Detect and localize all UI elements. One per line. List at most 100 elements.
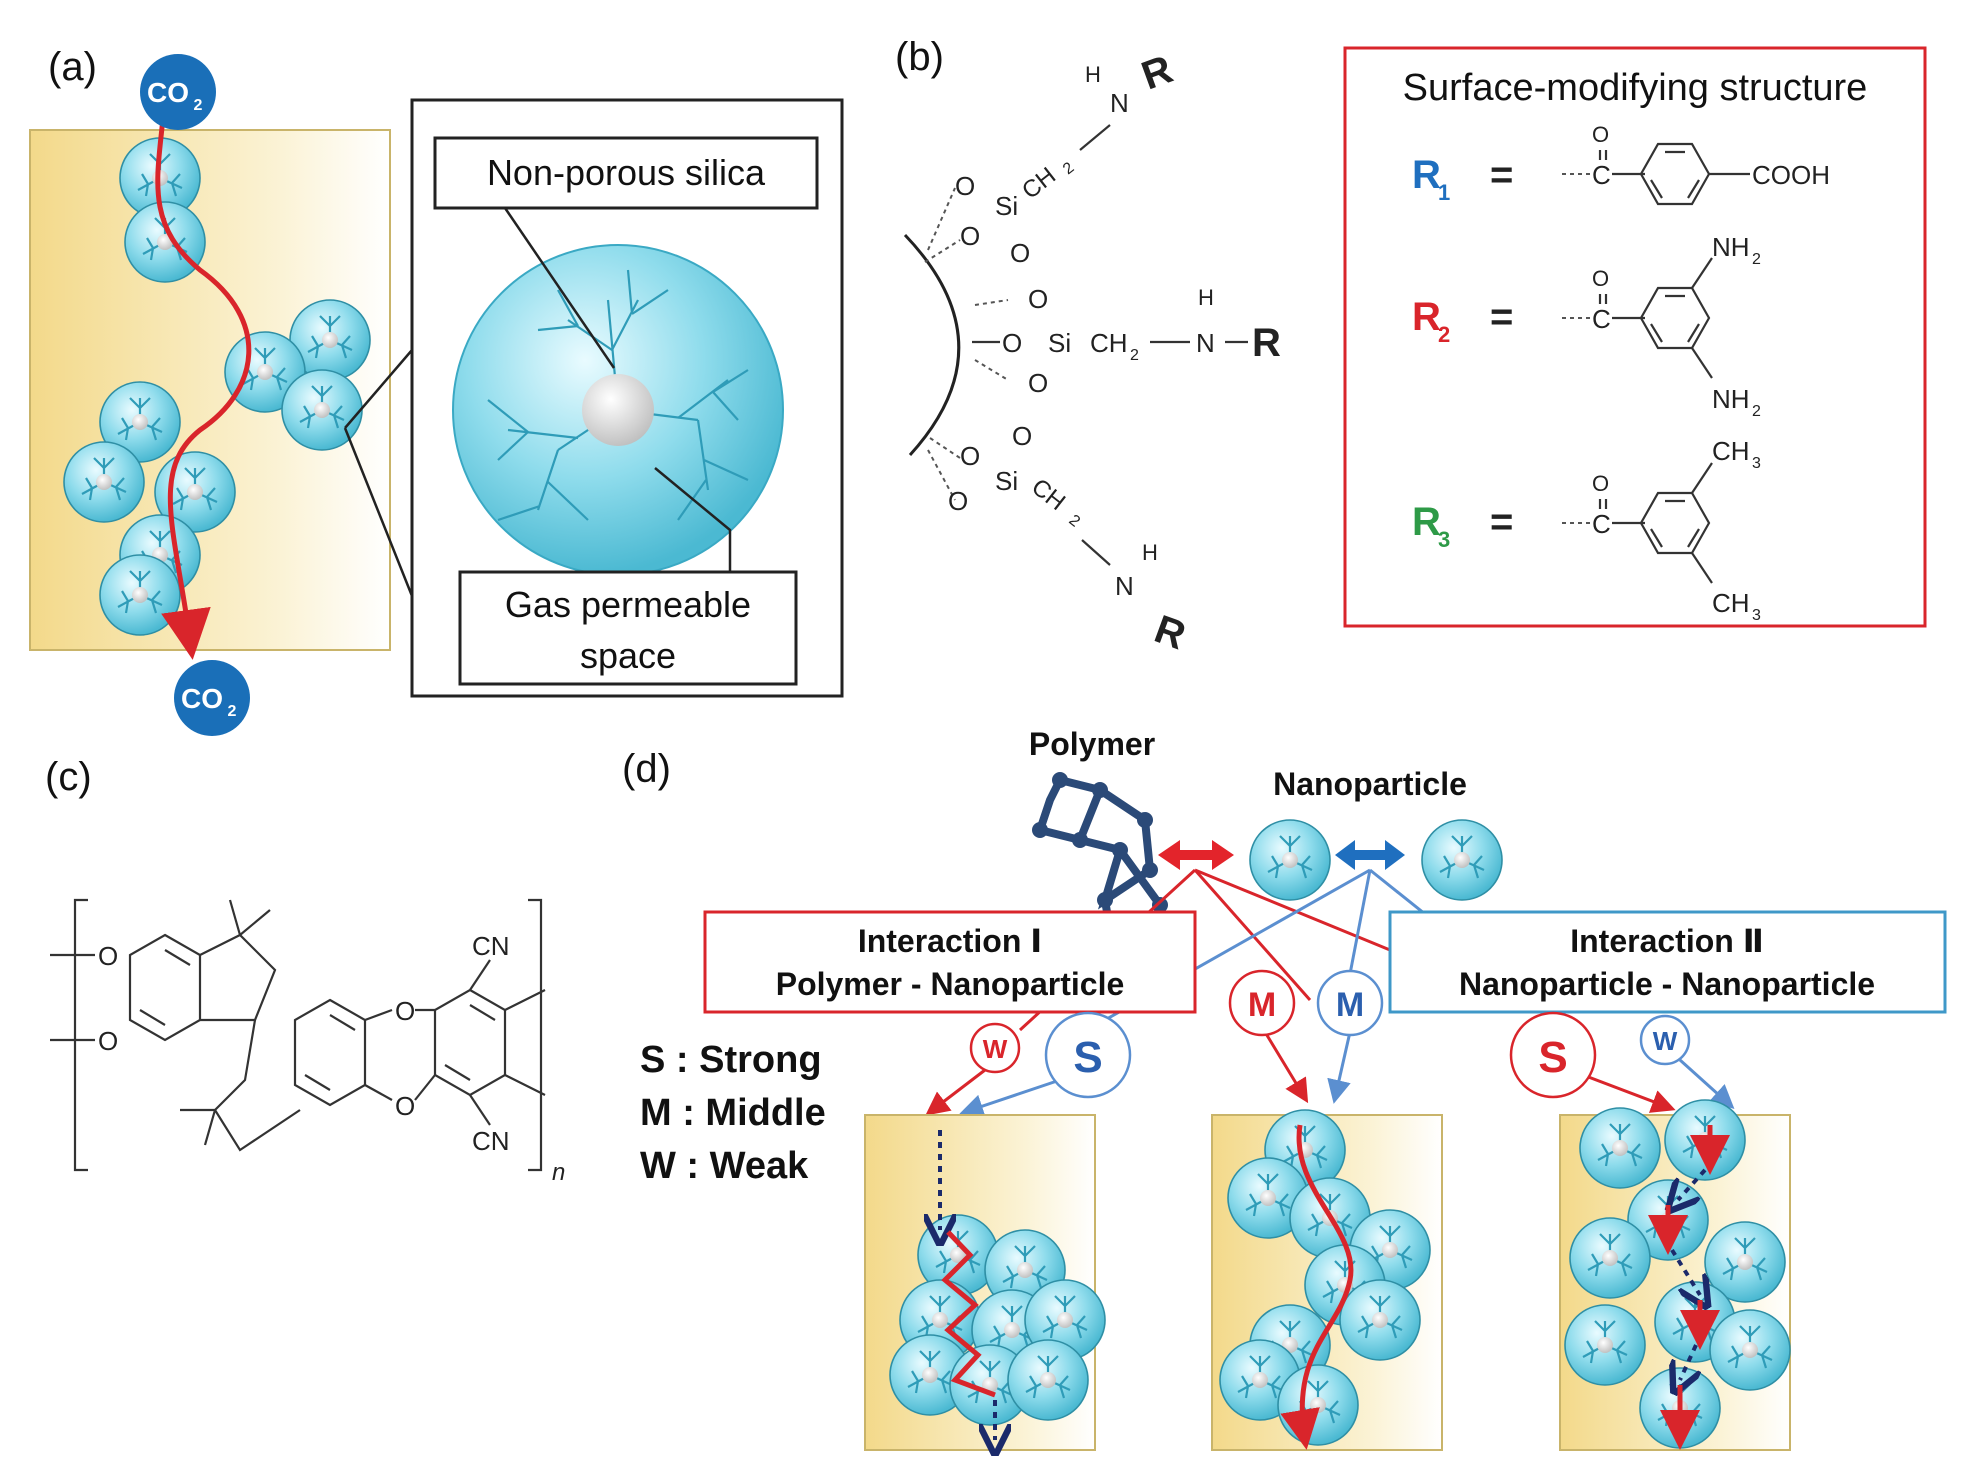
nanoparticle [98, 553, 182, 637]
svg-text:2: 2 [1066, 512, 1084, 531]
svg-text:3: 3 [1752, 455, 1761, 472]
panel-b: (b) O O O Si CH 2 N H R O O O Si CH [895, 35, 1927, 658]
svg-text:M: M [1336, 986, 1364, 1024]
strength-legend: S : Strong M : Middle W : Weak [640, 1039, 826, 1187]
badge-middle-red: M [1228, 969, 1296, 1037]
svg-text:Si: Si [995, 466, 1018, 496]
nanoparticle [1338, 1278, 1422, 1362]
panel-c-label: (c) [45, 755, 92, 799]
panel-b-label: (b) [895, 35, 944, 79]
svg-text:C: C [1592, 304, 1611, 334]
svg-text:O: O [395, 1091, 415, 1121]
svg-text:Si: Si [1048, 328, 1071, 358]
co2-diffusion-path [155, 94, 252, 660]
svg-text:Nanoparticle - Nanoparticle: Nanoparticle - Nanoparticle [1459, 966, 1875, 1002]
nanoparticle [123, 200, 207, 284]
svg-text:CH: CH [1712, 436, 1750, 466]
svg-text:CH: CH [1712, 588, 1750, 618]
svg-text:O: O [1002, 328, 1022, 358]
svg-text:W: W [983, 1034, 1008, 1064]
svg-text:H: H [1142, 540, 1158, 565]
svg-text:O: O [1592, 266, 1609, 291]
svg-text:2: 2 [1438, 322, 1450, 347]
membrane-d2 [1211, 1108, 1443, 1451]
panel-d: (d) Polymer Nanoparticle [622, 726, 1947, 1451]
svg-text:CH: CH [1090, 328, 1128, 358]
svg-text:2: 2 [194, 97, 203, 114]
svg-text:O: O [395, 996, 415, 1026]
co2-badge-top: CO 2 [140, 54, 216, 130]
pim1-structure: n O O O O [50, 898, 565, 1186]
svg-text:O: O [960, 221, 980, 251]
svg-text:N: N [1115, 571, 1134, 601]
membrane-d3 [1559, 1098, 1792, 1451]
panel-a-label: (a) [48, 45, 97, 89]
svg-text:O: O [1592, 122, 1609, 147]
svg-text:=: = [1490, 500, 1513, 544]
r3-row: R 3 = C O CH 3 CH 3 [1412, 436, 1761, 624]
svg-text:CH: CH [1017, 162, 1061, 205]
svg-text:=: = [1490, 153, 1513, 197]
svg-text:2: 2 [1752, 251, 1761, 268]
svg-text:O: O [98, 941, 118, 971]
svg-text:2: 2 [1130, 347, 1139, 364]
nanoparticle [1248, 818, 1332, 902]
badge-weak-red: W [969, 1022, 1021, 1074]
nanoparticle [1420, 818, 1504, 902]
svg-text:S : Strong: S : Strong [640, 1039, 822, 1081]
svg-text:Interaction Ⅱ: Interaction Ⅱ [1570, 923, 1764, 959]
interaction2-double-arrow [1335, 840, 1405, 870]
svg-text:O: O [955, 171, 975, 201]
svg-text:n: n [552, 1159, 565, 1186]
svg-text:Gas permeable: Gas permeable [505, 584, 751, 625]
svg-text:R: R [1149, 607, 1191, 658]
silane-arm-middle: O O O Si CH 2 N H R [972, 284, 1281, 398]
nanoparticle [1568, 1216, 1652, 1300]
svg-text:3: 3 [1438, 527, 1450, 552]
nanoparticle [1006, 1338, 1090, 1422]
svg-text:CN: CN [472, 931, 510, 961]
svg-text:O: O [1028, 368, 1048, 398]
silane-arm-top: O O O Si CH 2 N H R [924, 47, 1178, 268]
svg-text:O: O [1012, 421, 1032, 451]
svg-text:O: O [98, 1026, 118, 1056]
silica-surface [903, 233, 961, 457]
nanoparticle [1578, 1106, 1662, 1190]
svg-text:S: S [1073, 1033, 1102, 1082]
nanoparticle-label: Nanoparticle [1273, 766, 1467, 802]
callout-permeable-space: Gas permeable space [458, 467, 798, 686]
svg-text:C: C [1592, 509, 1611, 539]
membrane-d1 [864, 1114, 1107, 1450]
badge-weak-blue: W [1639, 1014, 1691, 1066]
panel-a: (a) CO 2 CO 2 [29, 45, 844, 736]
co2-badge-bottom: CO 2 [174, 660, 250, 736]
svg-text:R: R [1412, 295, 1441, 339]
svg-text:Interaction Ⅰ: Interaction Ⅰ [858, 923, 1042, 959]
svg-text:CH: CH [1026, 473, 1070, 516]
nanoparticle [1563, 1303, 1647, 1387]
svg-text:H: H [1085, 62, 1101, 87]
panel-d-label: (d) [622, 747, 671, 791]
nanoparticle [1708, 1308, 1792, 1392]
svg-text:CO: CO [147, 77, 189, 108]
svg-text:NH: NH [1712, 384, 1750, 414]
svg-text:Si: Si [995, 191, 1018, 221]
svg-text:W: W [1653, 1026, 1678, 1056]
nanoparticle [1276, 1363, 1360, 1447]
svg-text:O: O [960, 441, 980, 471]
svg-text:R: R [1252, 321, 1281, 365]
svg-text:3: 3 [1752, 607, 1761, 624]
svg-text:R: R [1136, 47, 1178, 98]
r1-row: R 1 = C O COOH [1412, 122, 1830, 206]
svg-text:=: = [1490, 295, 1513, 339]
polymer-label: Polymer [1029, 726, 1155, 762]
interaction1-double-arrow [1158, 840, 1234, 870]
svg-text:S: S [1538, 1033, 1567, 1082]
nanoparticle [1663, 1098, 1747, 1182]
svg-text:M : Middle: M : Middle [640, 1092, 826, 1134]
svg-text:2: 2 [1752, 403, 1761, 420]
svg-text:C: C [1592, 160, 1611, 190]
nanoparticle [62, 440, 146, 524]
svg-text:H: H [1198, 285, 1214, 310]
